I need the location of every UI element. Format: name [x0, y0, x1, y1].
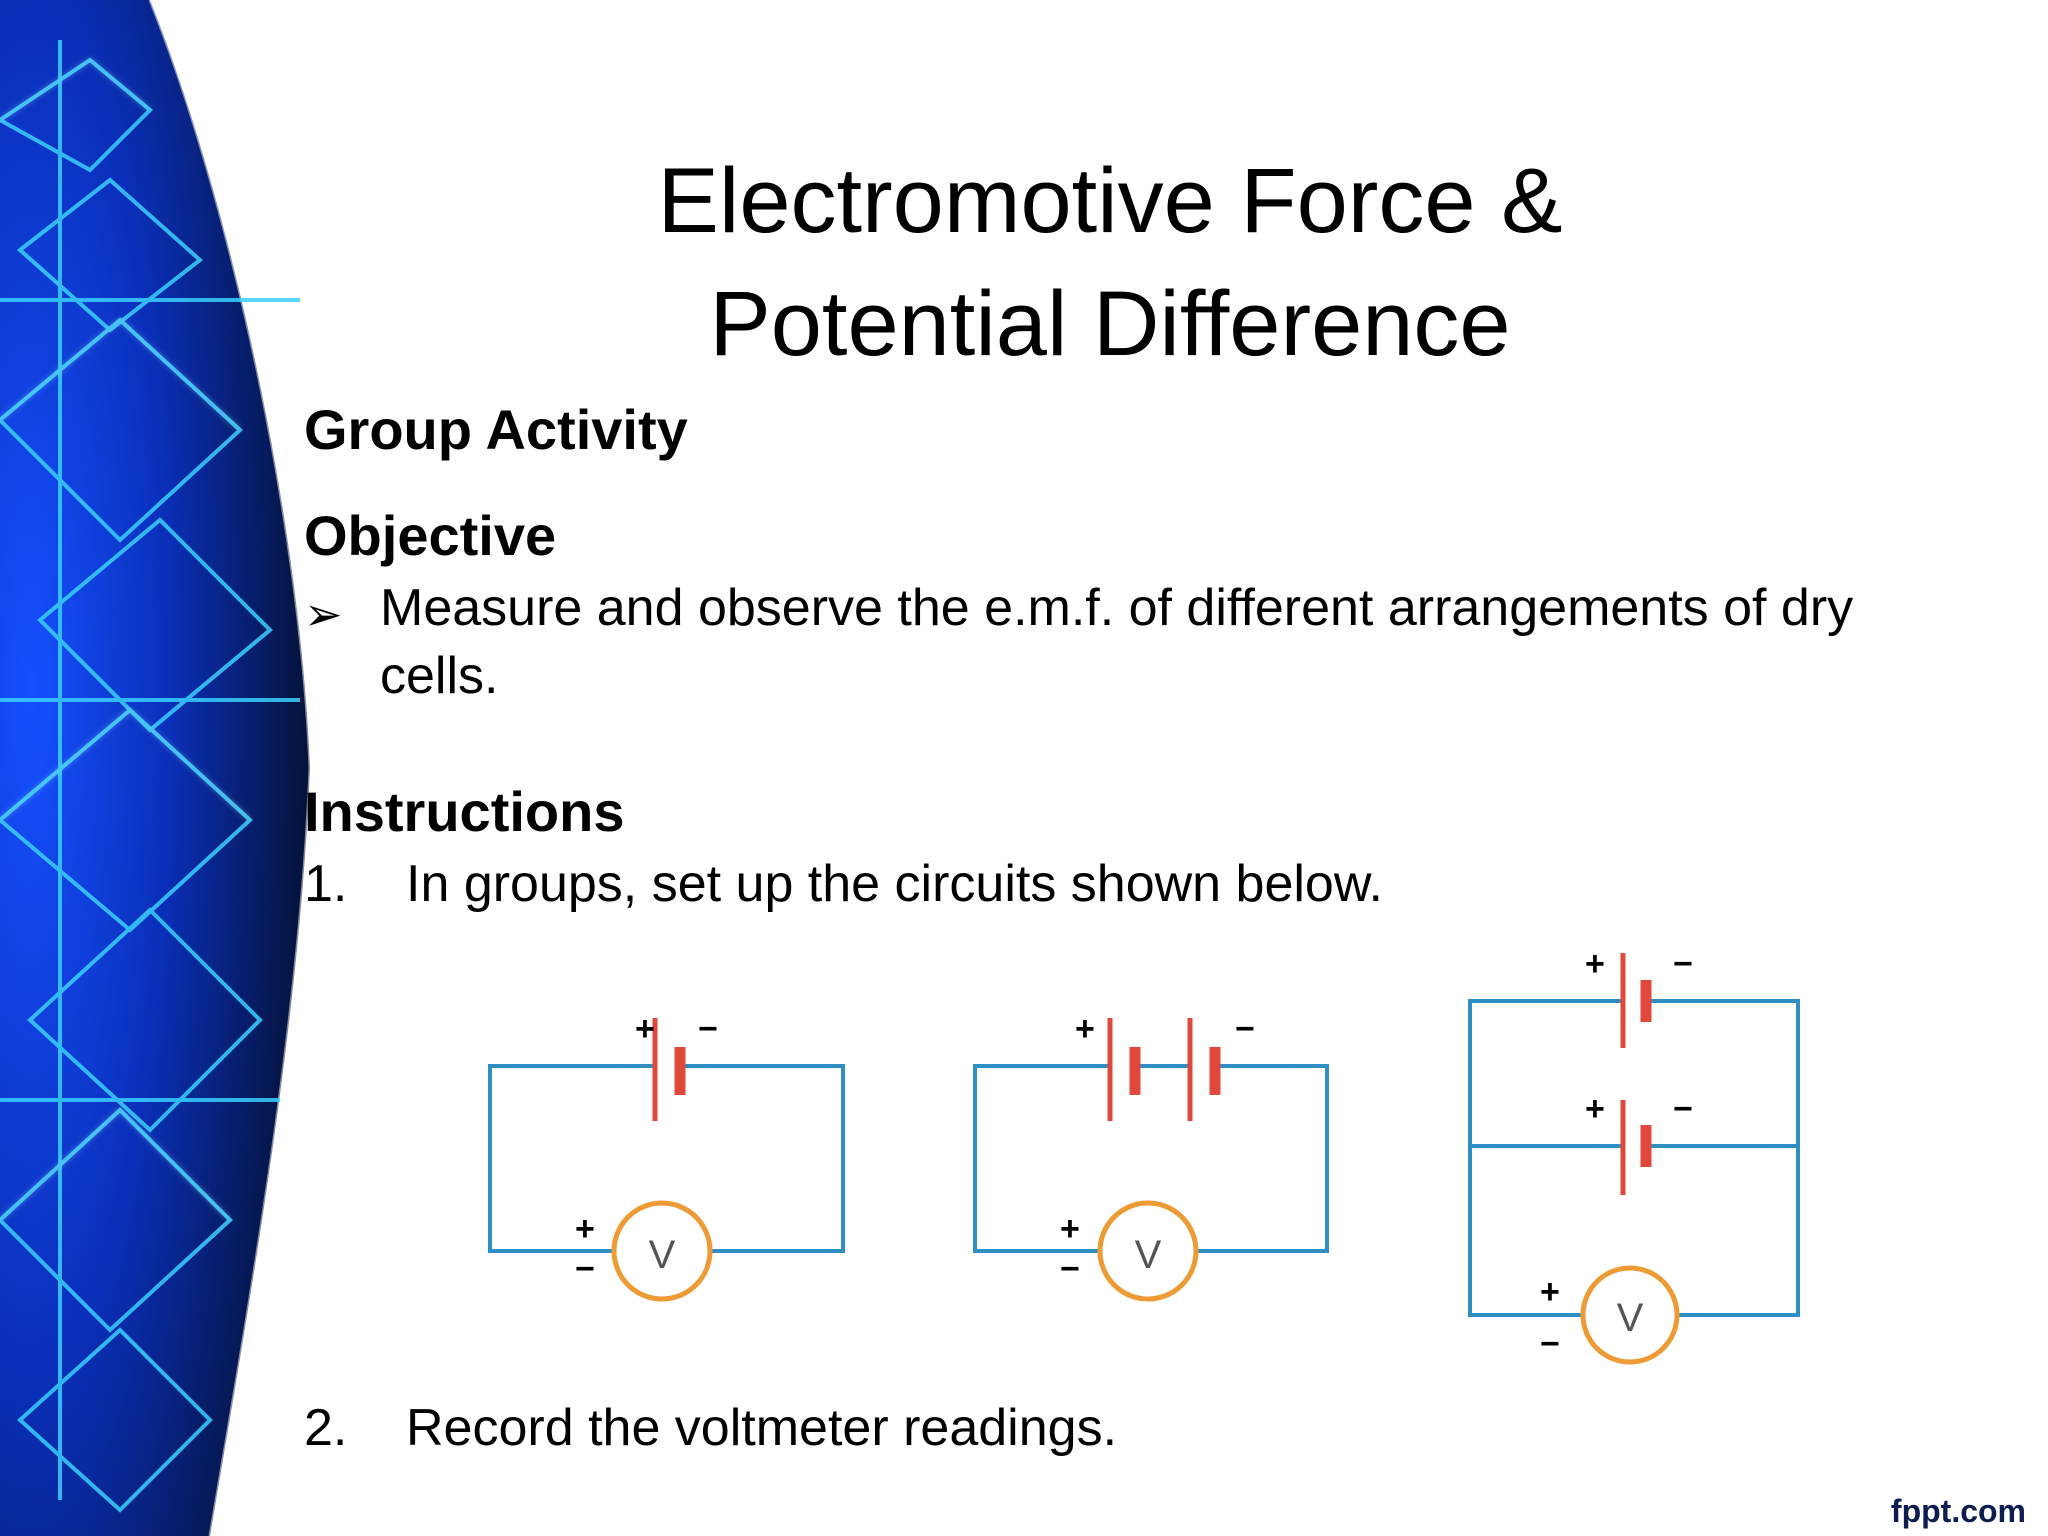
voltmeter-icon	[1097, 1200, 1199, 1302]
minus-sign: −	[1673, 1090, 1693, 1128]
title-line-2: Potential Difference	[709, 273, 1511, 375]
plus-sign: +	[1075, 1010, 1095, 1048]
plus-sign: +	[575, 1210, 595, 1248]
circuit-wire	[1468, 999, 1800, 1317]
title-line-1: Electromotive Force &	[657, 150, 1563, 252]
fppt-brand: fppt.com	[1890, 1493, 2026, 1529]
plus-sign: +	[1540, 1273, 1560, 1311]
instruction-1-number: 1.	[304, 855, 348, 913]
instruction-2-number: 2.	[304, 1399, 348, 1457]
instruction-1-text: In groups, set up the circuits shown bel…	[406, 855, 1383, 913]
circuit-parallel-cells: V + − + − + −	[1468, 945, 1800, 1365]
voltmeter-icon	[1580, 1265, 1680, 1365]
cell-icon	[1620, 953, 1652, 1048]
voltmeter-icon	[611, 1200, 713, 1302]
cell-icon	[1620, 1100, 1652, 1195]
minus-sign: −	[575, 1250, 595, 1288]
circuit-wire	[973, 1064, 1329, 1253]
group-activity-heading: Group Activity	[304, 398, 688, 461]
voltmeter-label: V	[1617, 1296, 1644, 1340]
minus-sign: −	[698, 1010, 718, 1048]
plus-sign: +	[635, 1010, 655, 1048]
minus-sign: −	[1673, 945, 1693, 983]
bullet-arrow-icon: ➢	[304, 588, 343, 640]
circuit-single-cell: V + − + −	[488, 1010, 845, 1302]
cell-icon	[652, 1018, 686, 1121]
minus-sign: −	[1060, 1250, 1080, 1288]
cell-icon	[1107, 1018, 1141, 1121]
instruction-2-text: Record the voltmeter readings.	[406, 1399, 1118, 1457]
circuit-wire	[488, 1064, 845, 1253]
voltmeter-label: V	[649, 1233, 676, 1277]
slide-title: Electromotive Force & Potential Differen…	[560, 140, 1660, 386]
plus-sign: +	[1060, 1210, 1080, 1248]
minus-sign: −	[1540, 1325, 1560, 1363]
cell-icon	[1187, 1018, 1221, 1121]
voltmeter-label: V	[1135, 1233, 1162, 1277]
plus-sign: +	[1585, 945, 1605, 983]
objective-text: Measure and observe the e.m.f. of differ…	[380, 579, 1854, 705]
instructions-heading: Instructions	[304, 780, 625, 843]
plus-sign: +	[1585, 1090, 1605, 1128]
circuit-series-cells: V + − + −	[973, 1010, 1329, 1302]
minus-sign: −	[1235, 1010, 1255, 1048]
circuit-board-background	[0, 0, 312, 1536]
objective-heading: Objective	[304, 504, 557, 567]
